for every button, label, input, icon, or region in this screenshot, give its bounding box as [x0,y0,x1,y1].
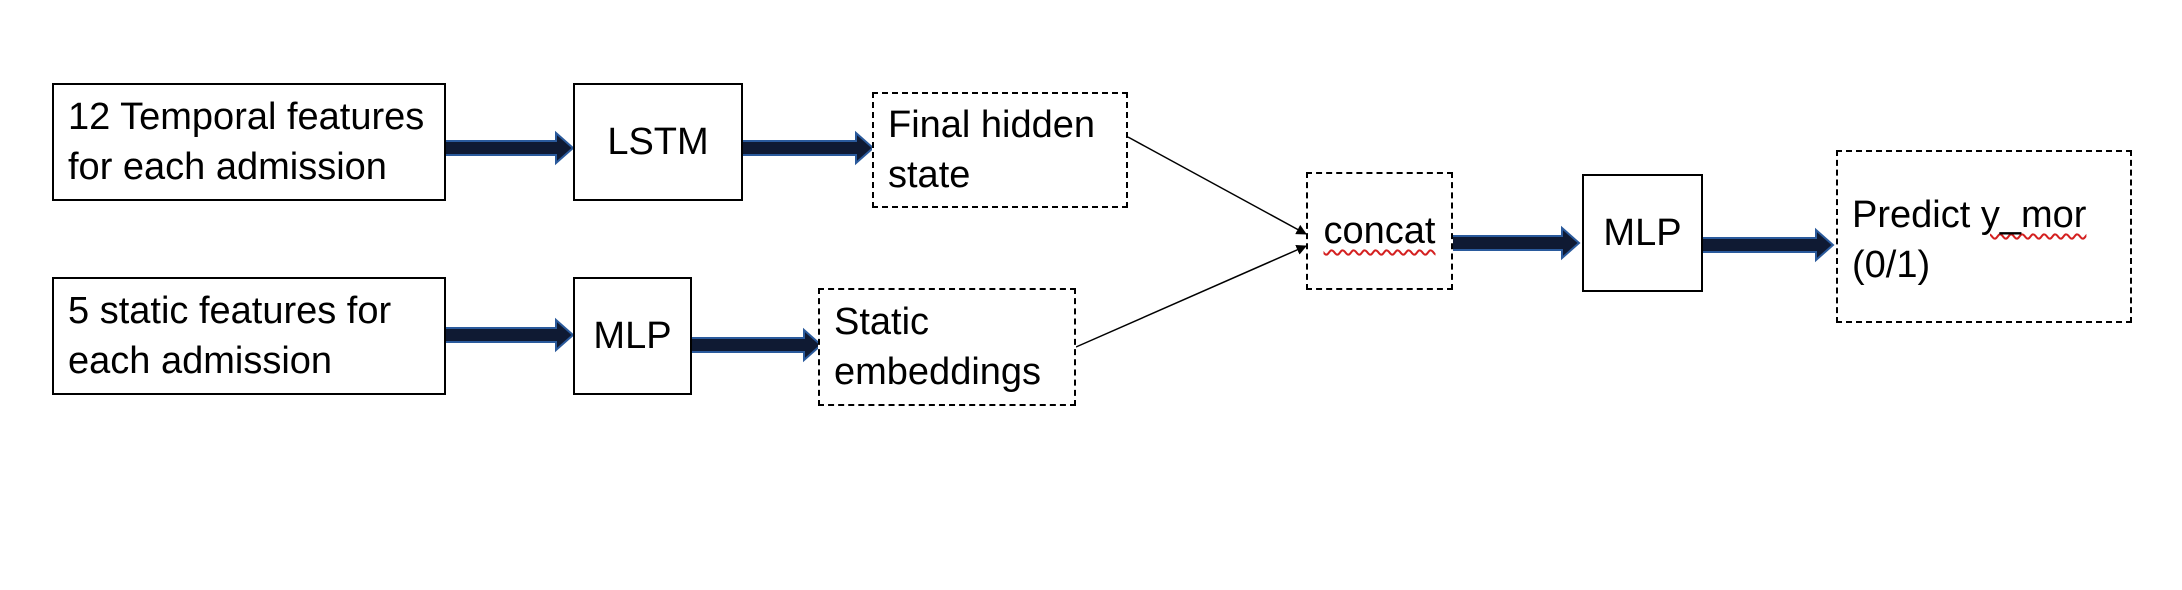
head-mlp-block: MLP [1582,174,1703,292]
temporal-features-input: 12 Temporal features for each admission [52,83,446,201]
line-hidden-to-concat [1127,136,1307,235]
arrow-mlp-to-output [1701,227,1835,263]
prediction-output-box: Predict y_mor (0/1) [1836,150,2132,323]
static-features-label: 5 static features for each admission [68,290,392,382]
lstm-label: LSTM [607,121,709,163]
static-features-input: 5 static features for each admission [52,277,446,395]
lstm-block: LSTM [573,83,743,201]
static-embeddings-label: Static embeddings [834,301,1042,393]
arrow-lstm-to-hidden [741,130,875,166]
temporal-features-label: 12 Temporal features for each admission [68,96,425,188]
prediction-output-text: Predict y_mor (0/1) [1852,190,2086,290]
final-hidden-state-box: Final hidden state [872,92,1128,208]
static-embeddings-box: Static embeddings [818,288,1076,406]
final-hidden-state-label: Final hidden state [888,104,1096,196]
prediction-target-variable: y_mor [1980,194,2087,236]
arrow-temporal-to-lstm [444,130,575,166]
line-embeddings-to-concat [1075,244,1307,348]
concat-box: concat [1306,172,1453,290]
prediction-prefix: Predict [1852,194,1981,236]
arrow-static-to-mlp [444,317,575,353]
static-mlp-block: MLP [573,277,692,395]
concat-label: concat [1323,210,1436,252]
prediction-binary-range: (0/1) [1852,244,1931,286]
head-mlp-label: MLP [1603,212,1682,254]
static-mlp-label: MLP [593,315,672,357]
arrow-concat-to-mlp [1451,225,1581,261]
arrow-mlp-to-embeddings [690,327,823,363]
